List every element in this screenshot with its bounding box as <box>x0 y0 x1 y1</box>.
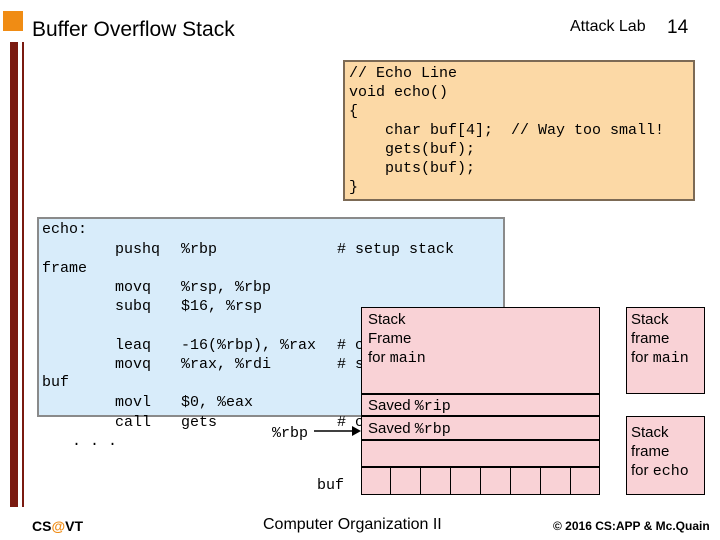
legend-main-line3: for main <box>631 349 689 367</box>
asm-op: subq <box>115 298 152 315</box>
asm-args: %rsp, %rbp <box>181 279 272 296</box>
rbp-pointer-arrow <box>314 426 361 436</box>
left-sidebar-bar <box>10 42 18 507</box>
asm-comment: # setup stack <box>337 241 455 258</box>
asm-frame-label: frame <box>42 260 88 277</box>
stack-buf-label: buf <box>317 477 345 494</box>
buf-byte-cell <box>481 467 511 495</box>
asm-args: %rax, %rdi <box>181 356 272 373</box>
legend-main-line1: Stack <box>631 311 669 328</box>
section-label: Attack Lab <box>570 18 646 35</box>
legend-echo-line3: for echo <box>631 462 689 480</box>
buf-byte-cell <box>421 467 451 495</box>
saved-rbp-label: Saved %rbp <box>368 420 451 438</box>
buf-byte-cell <box>541 467 571 495</box>
source-code-line: } <box>349 179 359 196</box>
saved-rip-label: Saved %rip <box>368 397 451 415</box>
stack-row-saved-rbp: Saved %rbp <box>361 416 600 440</box>
source-code-line: char buf[4]; // Way too small! <box>349 122 665 139</box>
asm-buf-label: buf <box>42 374 70 391</box>
source-code-line: void echo() <box>349 84 449 101</box>
legend-frame-echo: Stack frame for echo <box>626 416 705 495</box>
buf-byte-cell <box>361 467 391 495</box>
footer-copyright: © 2016 CS:APP & Mc.Quain <box>553 519 710 533</box>
legend-frame-main: Stack frame for main <box>626 307 705 394</box>
asm-op: call <box>115 414 152 431</box>
source-code-box: // Echo Line void echo() { char buf[4]; … <box>343 60 695 201</box>
legend-main-line2: frame <box>631 330 670 347</box>
source-code-line: gets(buf); <box>349 141 476 158</box>
asm-op: movl <box>115 394 152 411</box>
asm-args: gets <box>181 414 218 431</box>
stack-row-padding <box>361 440 600 467</box>
stack-row-saved-rip: Saved %rip <box>361 394 600 416</box>
asm-op: movq <box>115 356 152 373</box>
source-code-line: // Echo Line <box>349 65 458 82</box>
footer-course-title: Computer Organization II <box>263 516 442 533</box>
page-number: 14 <box>667 17 689 38</box>
left-sidebar-line <box>22 42 24 507</box>
main-frame-line3: for main <box>368 349 426 367</box>
main-frame-line1: Stack <box>368 311 406 328</box>
asm-args: %rbp <box>181 241 218 258</box>
source-code-line: { <box>349 103 359 120</box>
source-code-line: puts(buf); <box>349 160 476 177</box>
asm-args: $0, %eax <box>181 394 254 411</box>
footer-logo: CS@VT <box>32 518 83 534</box>
asm-args: -16(%rbp), %rax <box>181 337 317 354</box>
title-accent-square <box>3 11 23 31</box>
stack-frame-main: Stack Frame for main <box>361 307 600 394</box>
main-frame-line2: Frame <box>368 330 412 347</box>
slide-title: Buffer Overflow Stack <box>32 18 235 41</box>
asm-comment: # c <box>337 337 365 354</box>
asm-op: pushq <box>115 241 161 258</box>
legend-echo-line1: Stack <box>631 424 669 441</box>
asm-comment: # c <box>337 414 365 431</box>
asm-ellipsis: . . . <box>72 433 118 450</box>
asm-args: $16, %rsp <box>181 298 263 315</box>
legend-echo-line2: frame <box>631 443 670 460</box>
buf-byte-cell <box>451 467 481 495</box>
asm-function-label: echo: <box>42 221 88 238</box>
asm-comment: # s <box>337 356 365 373</box>
rbp-pointer-label: %rbp <box>272 425 309 442</box>
buf-byte-cell <box>391 467 421 495</box>
buf-byte-cell <box>511 467 541 495</box>
asm-op: movq <box>115 279 152 296</box>
asm-op: leaq <box>115 337 152 354</box>
